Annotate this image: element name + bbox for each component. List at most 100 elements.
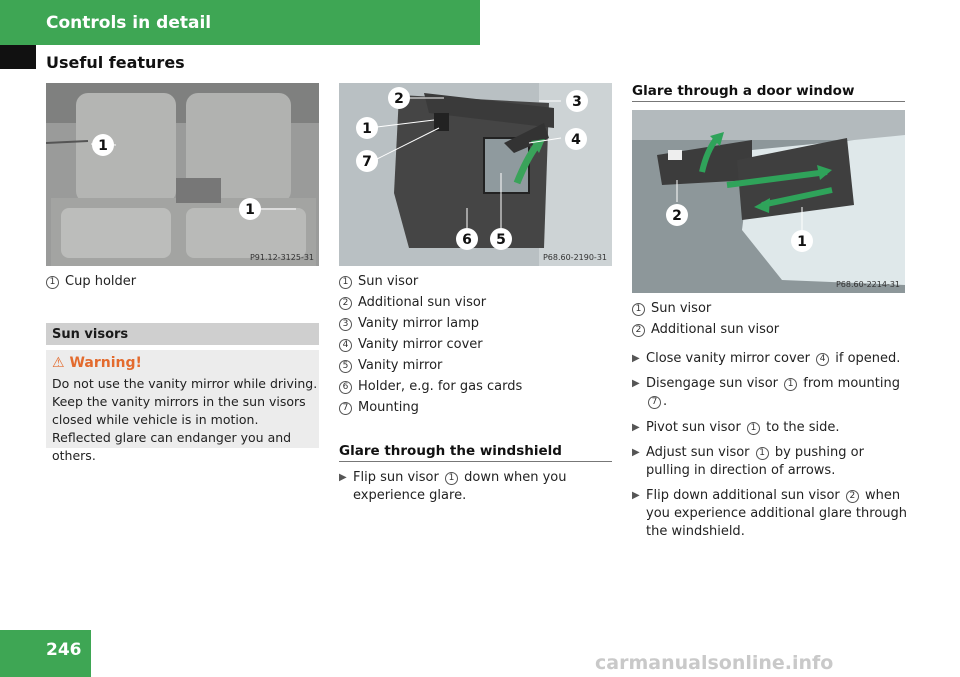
callout-5-label: 5	[496, 232, 506, 248]
legend-text: Sun visor	[358, 274, 419, 289]
legend-text: Mounting	[358, 400, 419, 415]
callout-1-label: 1	[98, 138, 108, 154]
callout-number: 7	[648, 396, 661, 409]
page-number: 246	[46, 640, 82, 660]
step-text: when you experience additional glare thr…	[646, 488, 907, 539]
step-text: Flip down additional sun visor	[646, 488, 840, 503]
callout-6-marker	[456, 228, 478, 250]
step-arrow-icon: ▶	[632, 422, 640, 433]
step-text: to the side.	[766, 420, 840, 435]
section-heading: Sun visors	[52, 327, 129, 342]
step-arrow-icon: ▶	[632, 490, 640, 501]
step-arrow-icon: ▶	[632, 447, 640, 458]
legend-text: Sun visor	[651, 301, 712, 316]
image-code: P68.60-2214-31	[836, 280, 900, 289]
legend-text: Additional sun visor	[358, 295, 487, 310]
callout-1b-label: 1	[245, 202, 255, 218]
instruction-step: ▶ Flip down additional sun visor 2 when …	[632, 487, 908, 541]
instruction-step: ▶ Adjust sun visor 1 by pushing or pulli…	[632, 444, 908, 480]
rear-seat-cup-holder-photo: 1 1 P91.12-3125-31	[46, 83, 319, 266]
callout-number: 1	[46, 276, 59, 289]
callout-number: 3	[339, 318, 352, 331]
page-number-box	[0, 630, 91, 677]
legend-item: 3 Vanity mirror lamp	[339, 313, 479, 334]
callout-2-label: 2	[672, 208, 682, 224]
legend-item: 1 Sun visor	[632, 298, 711, 319]
chapter-title: Controls in detail	[46, 13, 212, 33]
callout-2-label: 2	[394, 91, 404, 107]
section-tab-marker	[0, 45, 36, 69]
callout-4-label: 4	[571, 132, 581, 148]
step-arrow-icon: ▶	[339, 472, 347, 483]
legend-text: Cup holder	[65, 274, 137, 289]
warning-box: ⚠ Warning! Do not use the vanity mirror …	[46, 350, 319, 463]
callout-number: 1	[755, 447, 769, 460]
callout-1-label: 1	[362, 121, 372, 137]
heading-rule	[632, 101, 905, 102]
callout-number: 4	[339, 339, 352, 352]
callout-number: 2	[339, 297, 352, 310]
image-code: P68.60-2190-31	[543, 253, 607, 262]
step-text: by pushing or pulling in direction of ar…	[646, 445, 864, 478]
callout-number: 7	[339, 402, 352, 415]
step-arrow-icon: ▶	[632, 378, 640, 389]
legend-text: Additional sun visor	[651, 322, 780, 337]
legend-item: 5 Vanity mirror	[339, 355, 442, 376]
door-window-glare-heading: Glare through a door window	[632, 83, 855, 99]
legend-item: 2 Additional sun visor	[339, 292, 486, 313]
warning-text: Do not use the vanity mirror while drivi…	[52, 376, 318, 463]
callout-7-label: 7	[362, 154, 372, 170]
callout-3-marker	[566, 90, 588, 112]
legend-text: Holder, e.g. for gas cards	[358, 379, 523, 394]
warning-heading: ⚠ Warning!	[52, 355, 142, 371]
callout-1-marker	[791, 230, 813, 252]
legend-item: 4 Vanity mirror cover	[339, 334, 483, 355]
instruction-step: ▶ Pivot sun visor 1 to the side.	[632, 419, 908, 437]
callout-number: 5	[339, 360, 352, 373]
instruction-step: ▶ Close vanity mirror cover 4 if opened.	[632, 350, 908, 368]
step-arrow-icon: ▶	[632, 353, 640, 364]
callout-2-marker	[666, 204, 688, 226]
callout-number: 4	[816, 353, 830, 366]
step-text: down when you experience glare.	[353, 470, 567, 503]
legend-text: Vanity mirror lamp	[358, 316, 479, 331]
step-text: Pivot sun visor	[646, 420, 741, 435]
windshield-glare-heading: Glare through the windshield	[339, 443, 562, 459]
callout-number: 6	[339, 381, 352, 394]
callout-1-marker	[356, 117, 378, 139]
callout-2-marker	[388, 87, 410, 109]
step-text: Flip sun visor	[353, 470, 439, 485]
legend-text: Vanity mirror cover	[358, 337, 483, 352]
callout-number: 1	[445, 472, 458, 485]
callout-7-marker	[356, 150, 378, 172]
legend-item: 6 Holder, e.g. for gas cards	[339, 376, 522, 397]
callout-number: 1	[339, 276, 352, 289]
step-text: from mounting	[803, 376, 900, 391]
callout-1-label: 1	[797, 234, 807, 250]
section-subtitle: Useful features	[46, 53, 185, 72]
step-text: if opened.	[835, 351, 901, 366]
legend-item: 1 Sun visor	[339, 271, 418, 292]
warning-title-text: Warning!	[69, 355, 142, 371]
instruction-step: ▶ Disengage sun visor 1 from mounting 7.	[632, 375, 908, 411]
callout-3-label: 3	[572, 94, 582, 110]
legend-item: 1 Cup holder	[46, 271, 136, 292]
door-window-glare-photo: 2 1 P68.60-2214-31	[632, 110, 905, 293]
callout-number: 1	[784, 378, 798, 391]
step-text: Adjust sun visor	[646, 445, 750, 460]
heading-rule	[339, 461, 612, 462]
callout-number: 1	[746, 422, 760, 435]
callout-6-label: 6	[462, 232, 472, 248]
instruction-step: ▶ Flip sun visor 1 down when you experie…	[339, 469, 612, 505]
callout-number: 2	[845, 490, 859, 503]
image-code: P91.12-3125-31	[250, 253, 314, 262]
step-text: Close vanity mirror cover	[646, 351, 810, 366]
warning-triangle-icon: ⚠	[52, 355, 65, 371]
callout-number: 1	[632, 303, 645, 316]
callout-1b-marker	[239, 198, 261, 220]
legend-text: Vanity mirror	[358, 358, 443, 373]
callout-4-marker	[565, 128, 587, 150]
chapter-header-bar	[0, 0, 480, 45]
legend-item: 7 Mounting	[339, 397, 419, 418]
